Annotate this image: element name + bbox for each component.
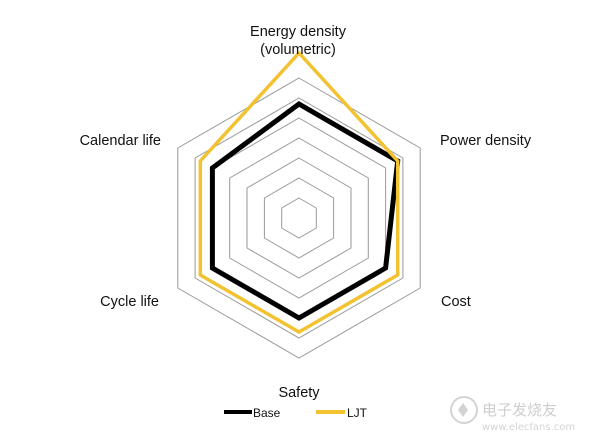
axis-label-cost: Cost <box>441 294 471 310</box>
grid-ring-4 <box>229 137 369 299</box>
series-line-base <box>209 101 401 321</box>
axis-label-energy-density-sub: (volumetric) <box>260 42 336 58</box>
axis-label-power-density: Power density <box>440 133 532 149</box>
grid-ring-1 <box>281 197 317 239</box>
watermark-text: 电子发烧友 <box>482 401 557 419</box>
grid-ring-2 <box>263 177 335 259</box>
legend: Base LJT <box>224 406 368 420</box>
legend-label-ljt: LJT <box>347 406 368 420</box>
axis-label-calendar-life: Calendar life <box>80 133 161 149</box>
grid-ring-3 <box>246 157 352 279</box>
grid-ring-6 <box>194 97 404 339</box>
radar-series <box>198 50 401 335</box>
grid-ring-7 <box>177 77 421 359</box>
series-line-ljt <box>198 50 400 335</box>
axis-label-safety: Safety <box>278 385 320 401</box>
watermark: 电子发烧友 www.elecfans.com <box>450 396 575 433</box>
axis-label-energy-density: Energy density <box>250 24 347 40</box>
watermark-subtext: www.elecfans.com <box>482 422 575 433</box>
legend-label-base: Base <box>253 406 281 420</box>
axis-label-cycle-life: Cycle life <box>100 294 159 310</box>
watermark-logo-icon <box>450 396 478 424</box>
